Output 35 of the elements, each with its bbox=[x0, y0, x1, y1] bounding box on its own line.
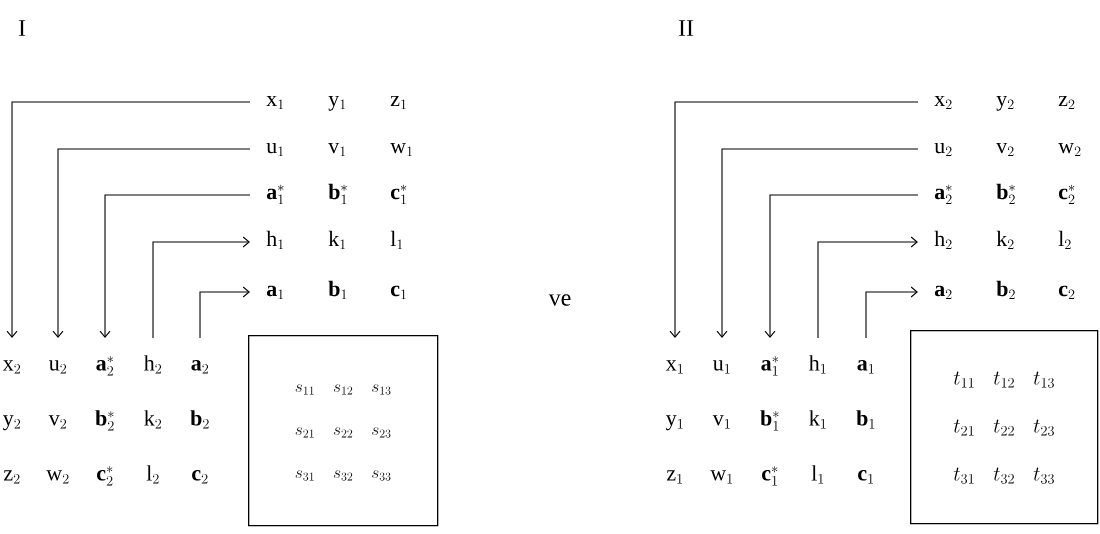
arrow bbox=[152, 236, 250, 339]
arrow bbox=[764, 194, 919, 338]
arrow bbox=[199, 286, 250, 339]
variable-row: $\mathrm{x}_{1}$ $\mathrm{y}_{1}$ $\mathrm{z}_{1}$ bbox=[266, 95, 406, 111]
arrow bbox=[99, 194, 251, 338]
variable-row: $\mathrm{h}_{2}$ $\mathrm{k}_{2}$ $\mathrm{l}_{2}$ bbox=[934, 230, 1071, 250]
variable-column: $\mathrm{h}_{1}$ $\mathrm{k}_{1}$ $\mathrm{l}_{1}$ bbox=[808, 355, 826, 484]
roman-numeral-heading: I bbox=[18, 20, 26, 36]
variable-column: $\mathrm{x}_{1}$ $\mathrm{y}_{1}$ $\mathrm{z}_{1}$ bbox=[665, 360, 683, 484]
variable-column: $\mathrm{x}_{2}$ $\mathrm{y}_{2}$ $\mathrm{z}_{2}$ bbox=[2, 360, 21, 484]
variable-column: $\mathbf{a}^{*}_{1}$ $\mathbf{b}^{*}_{1}$ $\mathbf{c}^{*}_{1}$ bbox=[760, 356, 779, 486]
variable-column: $\mathrm{u}_{1}$ $\mathrm{v}_{1}$ $\mathrm{w}_{1}$ bbox=[710, 360, 733, 484]
arrow bbox=[865, 286, 918, 339]
arrow bbox=[52, 148, 251, 338]
variable-column: $\mathbf{a}_{2}$ $\mathbf{b}_{2}$ $\mathbf{c}_{2}$ bbox=[190, 360, 209, 484]
variable-column: $\mathrm{u}_{2}$ $\mathrm{v}_{2}$ $\mathrm{w}_{2}$ bbox=[46, 360, 69, 484]
roman-numeral-heading: II bbox=[678, 20, 694, 36]
arrow bbox=[716, 148, 919, 338]
variable-row: $\mathrm{h}_{1}$ $\mathrm{k}_{1}$ $\mathrm{l}_{1}$ bbox=[266, 230, 403, 250]
variable-row: $\mathrm{u}_{2}$ $\mathrm{v}_{2}$ $\mathrm{w}_{2}$ bbox=[934, 142, 1081, 157]
variable-row: $\mathbf{a}^{*}_{1}$ $\mathbf{b}^{*}_{1}$ $\mathbf{c}^{*}_{1}$ bbox=[266, 183, 407, 205]
variable-row: $\mathbf{a}_{2}$ $\mathbf{b}_{2}$ $\mathbf{c}_{2}$ bbox=[934, 280, 1075, 300]
variable-column: $\mathbf{a}_{1}$ $\mathbf{b}_{1}$ $\mathbf{c}_{1}$ bbox=[856, 360, 875, 484]
conjunction-text: ve bbox=[548, 294, 571, 306]
variable-column: $\mathbf{a}^{*}_{2}$ $\mathbf{b}^{*}_{2}$ $\mathbf{c}^{*}_{2}$ bbox=[95, 356, 114, 486]
variable-row: $\mathbf{a}_{1}$ $\mathbf{b}_{1}$ $\mathbf{c}_{1}$ bbox=[266, 280, 406, 300]
variable-column: $\mathrm{h}_{2}$ $\mathrm{k}_{2}$ $\mathrm{l}_{2}$ bbox=[143, 355, 162, 484]
arrow bbox=[6, 101, 251, 338]
variable-row: $\mathbf{a}^{*}_{2}$ $\mathbf{b}^{*}_{2}$ $\mathbf{c}^{*}_{2}$ bbox=[934, 183, 1075, 205]
variable-row: $\mathrm{u}_{1}$ $\mathrm{v}_{1}$ $\mathrm{w}_{1}$ bbox=[266, 142, 412, 157]
arrow bbox=[817, 236, 918, 339]
matrix-box: $t_{11}$ $t_{12}$ $t_{13}$ $t_{21}$ $t_{22}$ $t_{23}$ $t_{31}$ $t_{32}$ $t_{33}$ bbox=[910, 330, 1099, 525]
arrow bbox=[669, 101, 919, 338]
variable-row: $\mathrm{x}_{2}$ $\mathrm{y}_{2}$ $\mathrm{z}_{2}$ bbox=[934, 95, 1075, 111]
matrix-box: $s_{11}$ $s_{12}$ $s_{13}$ $s_{21}$ $s_{22}$ $s_{23}$ $s_{31}$ $s_{32}$ $s_{33}$ bbox=[248, 335, 439, 527]
